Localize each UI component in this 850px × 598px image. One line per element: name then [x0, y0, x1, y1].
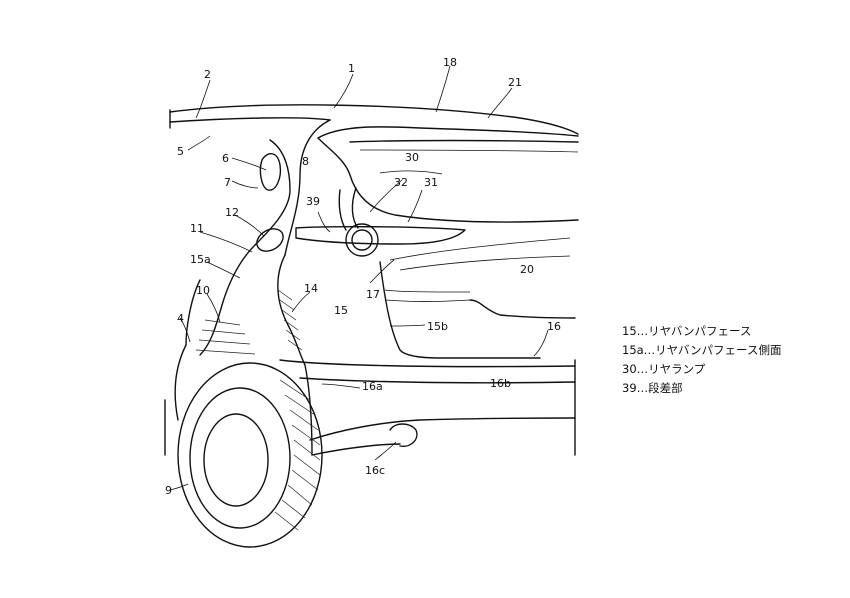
callout-32: 32: [394, 176, 408, 189]
callout-4: 4: [177, 312, 184, 325]
legend-item: 15a…リヤバンパフェース側面: [622, 343, 782, 357]
callout-9: 9: [165, 484, 172, 497]
callout-39: 39: [306, 195, 320, 208]
rear-wheel: [177, 362, 323, 548]
callout-15a-top: 15a: [190, 253, 211, 266]
callout-15: 15: [334, 304, 348, 317]
legend-item: 39…段差部: [622, 381, 683, 395]
callout-1: 1: [348, 62, 355, 75]
callout-16b: 16b: [490, 377, 511, 390]
leader-lines: [169, 65, 549, 491]
reference-legend: 15…リヤバンパフェース 15a…リヤバンパフェース側面 30…リヤランプ 39…: [622, 322, 781, 398]
callout-16c: 16c: [365, 464, 385, 477]
callout-2: 2: [204, 68, 211, 81]
callout-30: 30: [405, 151, 419, 164]
callout-labels: 1 2 18 21 5 6 8 30 7 32 31 39 12 11 15a …: [165, 56, 561, 497]
callout-6: 6: [222, 152, 229, 165]
callout-14: 14: [304, 282, 318, 295]
callout-20: 20: [520, 263, 534, 276]
legend-item: 30…リヤランプ: [622, 362, 706, 376]
callout-31: 31: [424, 176, 438, 189]
callout-17: 17: [366, 288, 380, 301]
callout-11: 11: [190, 222, 204, 235]
callout-12: 12: [225, 206, 239, 219]
vehicle-outline: [164, 104, 579, 456]
callout-21: 21: [508, 76, 522, 89]
callout-10: 10: [196, 284, 210, 297]
callout-5: 5: [177, 145, 184, 158]
callout-16a: 16a: [362, 380, 383, 393]
callout-16: 16: [547, 320, 561, 333]
callout-18: 18: [443, 56, 457, 69]
legend-item: 15…リヤバンパフェース: [622, 324, 752, 338]
callout-7: 7: [224, 176, 231, 189]
callout-15b: 15b: [427, 320, 448, 333]
callout-8: 8: [302, 155, 309, 168]
